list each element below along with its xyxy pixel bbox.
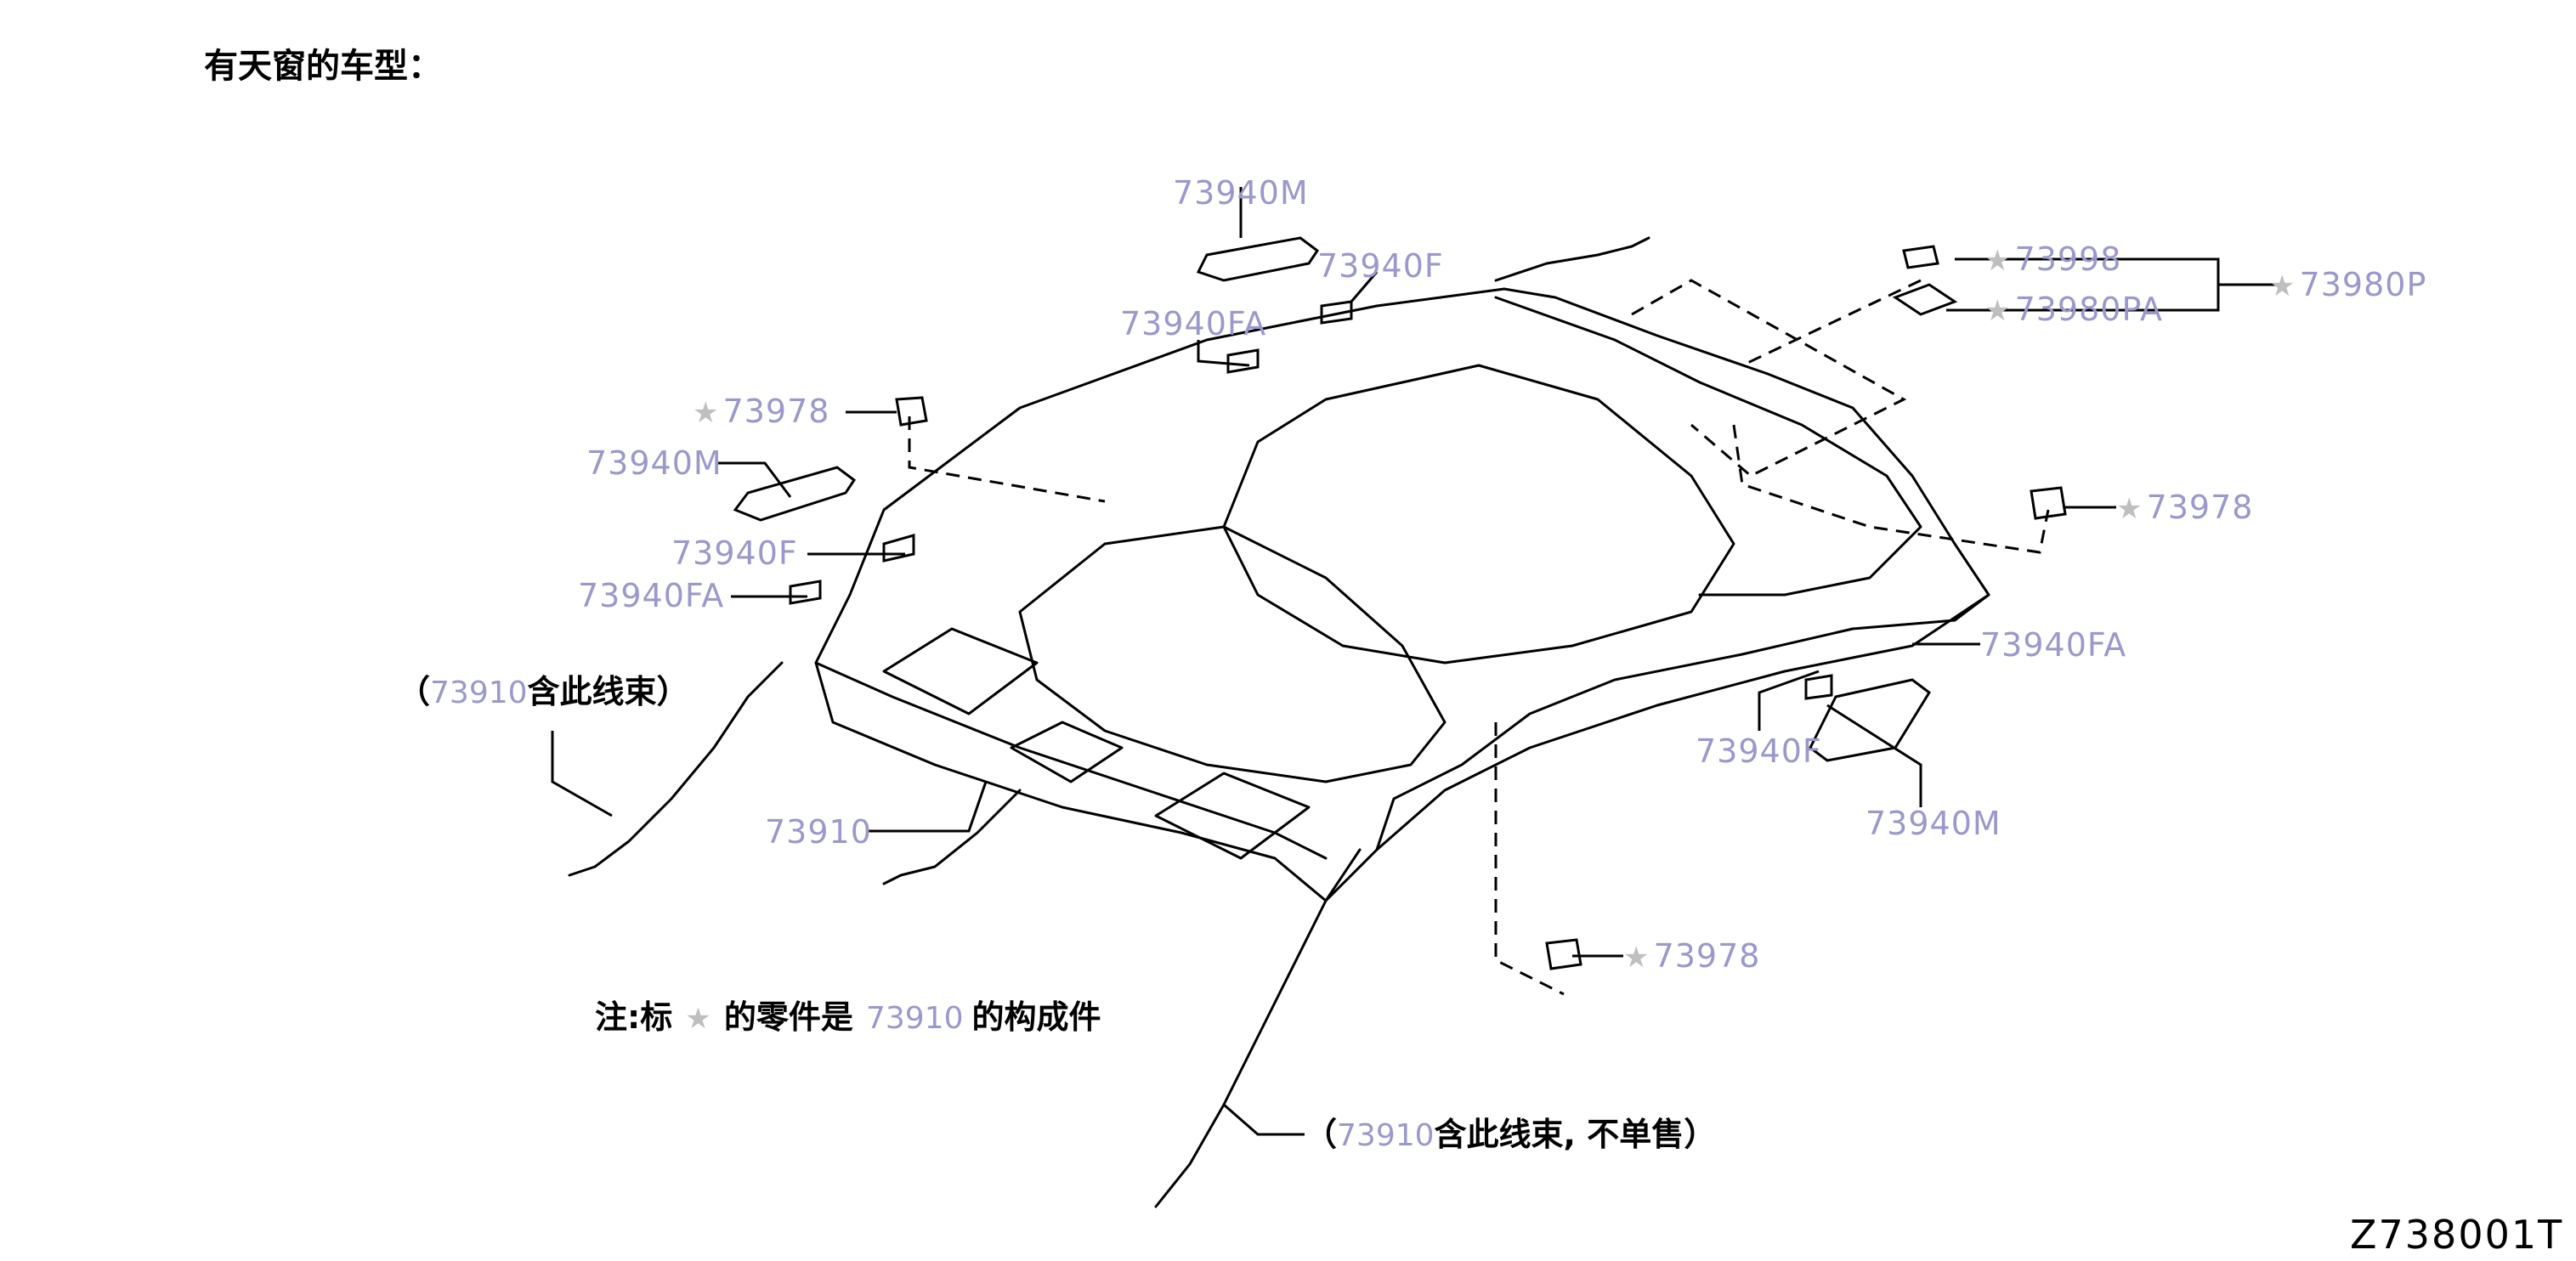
headliner-front-edge xyxy=(814,661,1328,860)
sunroof-opening-rear xyxy=(1222,364,1735,664)
part-label-73978-bottom: ★ 73978 xyxy=(1623,940,1760,972)
leader-73940F-right xyxy=(1758,670,1820,731)
leader-harness-bottom xyxy=(1223,1103,1305,1136)
part-number: 73978 xyxy=(2146,489,2254,526)
part-label-73940M-right: 73940M xyxy=(1865,805,2001,842)
part-label-73940FA-right: 73940FA xyxy=(1980,626,2127,664)
plate-73980PA xyxy=(1892,283,1958,316)
part-number: 73978 xyxy=(1653,937,1761,975)
star-icon: ★ xyxy=(693,396,719,430)
clip-73940FA-left xyxy=(789,580,822,605)
page-title: 有天窗的车型： xyxy=(204,47,442,86)
part-label-73980PA: ★ 73980PA xyxy=(1984,293,2163,325)
leader-73940F-top xyxy=(1350,271,1379,303)
headliner-side-edge xyxy=(1375,593,1990,851)
legend-ref: 73910 xyxy=(865,1001,964,1036)
legend-mid: 的零件是 xyxy=(723,998,853,1036)
handle-73940M-right xyxy=(1809,678,1931,762)
headliner-rear-panel xyxy=(1494,296,1922,597)
handle-73940M-top xyxy=(1196,236,1320,282)
bracket-73978-right xyxy=(2030,486,2067,520)
pad-1 xyxy=(882,627,1039,715)
clip-73940FA-top xyxy=(1226,348,1260,374)
leader-73978-right xyxy=(1732,424,2050,554)
star-icon: ★ xyxy=(1984,294,2011,328)
part-number: 73998 xyxy=(2014,240,2122,278)
harness-rear xyxy=(1494,236,1650,282)
harness-ref: 73910 xyxy=(430,676,528,710)
clip-73940F-top xyxy=(1320,300,1353,325)
harness-bottom xyxy=(1154,848,1362,1208)
part-label-73940M-left: 73940M xyxy=(586,444,722,482)
harness-text: 含此线束, 不单售） xyxy=(1434,1116,1717,1153)
clip-73940F-left xyxy=(882,534,915,563)
star-icon: ★ xyxy=(2269,269,2296,303)
bracket-73978-tl xyxy=(895,396,928,427)
part-label-73998: ★ 73998 xyxy=(1984,243,2121,275)
clip-73998 xyxy=(1902,245,1939,269)
pad-3 xyxy=(1010,721,1124,783)
harness-note-left: （73910含此线束） xyxy=(398,676,689,709)
harness-left xyxy=(568,661,784,877)
leader-73998 xyxy=(1741,279,1922,367)
leader-73940M-right xyxy=(1826,704,1922,807)
leader-73940FA-top xyxy=(1197,340,1250,367)
sunroof-opening-front xyxy=(1018,525,1447,783)
part-number: 73978 xyxy=(722,393,830,430)
part-number: 73980PA xyxy=(2014,291,2163,328)
harness-note-bottom: （73910含此线束, 不单售） xyxy=(1305,1118,1716,1151)
diagram-code: Z738001T xyxy=(2350,1212,2564,1258)
part-label-73940F-left: 73940F xyxy=(671,534,798,572)
star-icon: ★ xyxy=(685,1002,711,1036)
star-icon: ★ xyxy=(1623,941,1650,975)
leader-73910-main xyxy=(867,781,988,833)
part-label-73940FA-top: 73940FA xyxy=(1120,305,1267,342)
part-label-73940F-top: 73940F xyxy=(1317,247,1444,285)
handle-73940M-left xyxy=(733,466,857,522)
star-icon: ★ xyxy=(1984,244,2011,278)
paren-open: （ xyxy=(398,673,431,710)
leader-73980P-bracket xyxy=(2133,257,2278,312)
harness-ref: 73910 xyxy=(1337,1118,1435,1153)
part-label-73978-tl: ★ 73978 xyxy=(693,395,829,427)
leader-73940M-left xyxy=(718,461,792,498)
part-label-73910-main: 73910 xyxy=(765,813,872,851)
legend-suffix: 的构成件 xyxy=(971,998,1101,1036)
harness-text: 含此线束） xyxy=(527,673,689,710)
leader-harness-left xyxy=(551,731,613,817)
headliner-outline xyxy=(814,287,1990,902)
star-icon: ★ xyxy=(2116,492,2143,526)
paren-open: （ xyxy=(1305,1116,1338,1153)
part-label-73940M-top: 73940M xyxy=(1173,174,1309,212)
part-label-73978-right: ★ 73978 xyxy=(2116,491,2253,523)
part-label-73940F-right: 73940F xyxy=(1696,732,1822,770)
bracket-73978-bottom xyxy=(1545,938,1582,970)
harness-mid xyxy=(882,789,1022,885)
leader-73998-rear xyxy=(1631,279,1907,478)
legend-prefix: 注:标 xyxy=(595,998,673,1036)
pad-2 xyxy=(1154,772,1311,860)
part-label-73940FA-left: 73940FA xyxy=(578,577,725,614)
leader-73978-bottom xyxy=(1494,722,1565,996)
clip-73940F-right xyxy=(1804,674,1833,700)
part-number: 73980P xyxy=(2299,266,2427,303)
leader-73978-tl xyxy=(908,416,1106,503)
part-label-73980P: ★ 73980P xyxy=(2269,269,2426,301)
